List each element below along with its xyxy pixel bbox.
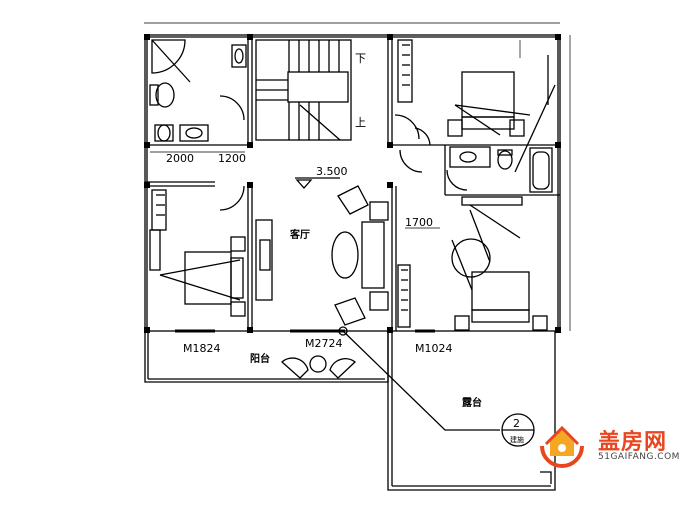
living-room-label: 客厅	[289, 228, 310, 241]
watermark-name: 盖房网	[598, 430, 668, 455]
outer-wall	[144, 34, 561, 332]
section-sub: 建施	[510, 435, 524, 444]
door-m2724: M2724	[305, 337, 343, 350]
section-leader	[342, 330, 500, 431]
wash-basin	[231, 44, 247, 68]
tv-cabinet	[255, 219, 273, 301]
door-m1824: M1824	[183, 342, 221, 355]
bathtub	[529, 147, 553, 193]
door-m1024: M1024	[415, 342, 453, 355]
bed-left	[184, 251, 232, 305]
dim-1700: 1700	[405, 216, 433, 229]
wardrobe	[151, 189, 167, 231]
gaifang-logo-icon	[540, 425, 584, 468]
coffee-table	[331, 231, 359, 279]
elevation-label: 3.500	[316, 165, 348, 178]
sofa	[361, 221, 385, 289]
round-table	[451, 238, 491, 278]
stair-up-label: 上	[355, 116, 366, 129]
balcony-label: 阳台	[250, 352, 270, 365]
terrace-outline	[387, 331, 556, 491]
terrace-label: 露台	[462, 396, 482, 409]
stair-down-label: 下	[355, 52, 366, 65]
section-number: 2	[513, 417, 520, 430]
toilet	[155, 82, 175, 108]
watermark-url: 51GAIFANG.COM	[598, 452, 680, 462]
bed-top-right	[461, 71, 515, 118]
bed-right	[471, 271, 530, 311]
shower	[151, 39, 186, 74]
dim-1200: 1200	[218, 152, 246, 165]
dim-2000: 2000	[166, 152, 194, 165]
balcony-table	[309, 355, 327, 373]
